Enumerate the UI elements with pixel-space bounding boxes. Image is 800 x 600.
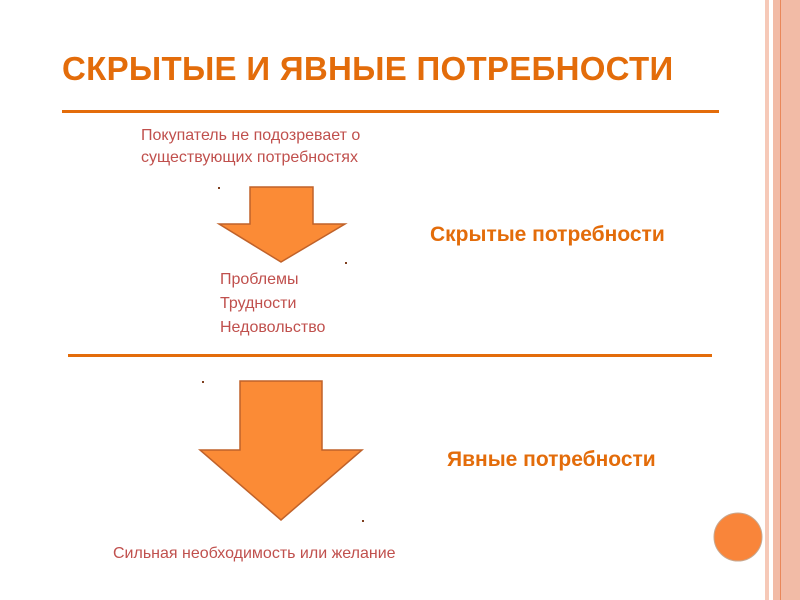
- explicit-needs-label: Явные потребности: [447, 448, 656, 471]
- top-text: Покупатель не подозревает о существующих…: [141, 125, 360, 169]
- problem-item: Недовольство: [220, 319, 326, 336]
- arrow-1: [216, 186, 348, 263]
- side-stripe-line: [780, 0, 781, 600]
- top-text-line: существующих потребностях: [141, 149, 358, 166]
- hidden-needs-label: Скрытые потребности: [430, 223, 665, 246]
- dot: [202, 381, 204, 383]
- section-divider: [68, 354, 712, 357]
- dot: [345, 262, 347, 264]
- dot: [362, 520, 364, 522]
- top-text-line: Покупатель не подозревает о: [141, 127, 361, 144]
- side-stripe-light: [765, 0, 769, 600]
- problems-list: Проблемы Трудности Недовольство: [220, 268, 325, 340]
- decor-circle: [713, 512, 763, 562]
- problem-item: Проблемы: [220, 271, 299, 288]
- problem-item: Трудности: [220, 295, 297, 312]
- dot: [218, 187, 220, 189]
- title-underline: [62, 110, 719, 113]
- arrow-2: [197, 380, 365, 521]
- bottom-text: Сильная необходимость или желание: [113, 545, 396, 562]
- side-stripe: [773, 0, 800, 600]
- slide-title: СКРЫТЫЕ И ЯВНЫЕ ПОТРЕБНОСТИ: [62, 50, 674, 87]
